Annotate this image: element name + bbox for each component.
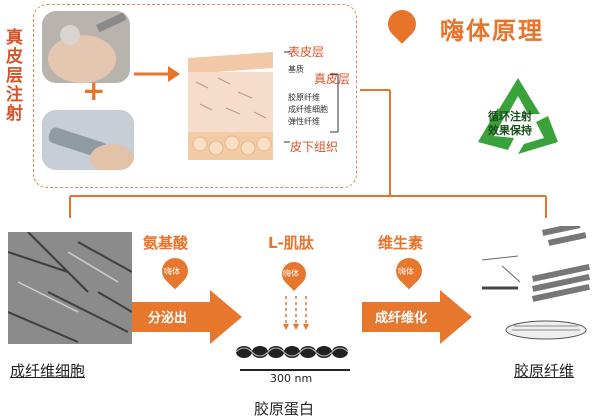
step1-drop-label: 嗨体 [164,267,180,276]
injection-photo-2 [42,110,134,170]
fibrosis-label: 成纤维化 [375,311,428,326]
fibroblast-image [8,232,132,344]
recycle-icon [478,78,558,154]
dermis-injection-label: 真皮层注射 [2,28,22,123]
skin-diagram [178,48,278,164]
collagen-fiber-label: 胶原纤维 [514,362,575,380]
step2-drop-label: 嗨体 [283,269,299,278]
recycle-text-1: 循环注射 [488,110,532,123]
subcutaneous-label: 皮下组织 [290,140,339,154]
secrete-label: 分泌出 [148,311,188,326]
fibroblast-label: 成纤维细胞 [10,362,86,380]
dermis-label: 真皮层 [314,72,351,86]
arrow-secrete [132,290,242,344]
collagen-fiber-label-small: 胶原纤维 [288,93,320,102]
collagen-fiber-diagram [472,222,604,346]
fibroblast-label-small: 成纤维细胞 [288,105,328,114]
skin-bracket [284,51,339,143]
epidermis-label: 表皮层 [288,45,325,59]
arrow-to-skin [134,66,180,82]
collagen-helix [236,346,348,358]
recycle-text-2: 效果保持 [488,124,532,137]
scale-label: 300 nm [270,372,313,385]
elastic-fiber-label-small: 弹性纤维 [288,117,320,126]
collagen-label: 胶原蛋白 [254,400,315,418]
scale-bar [240,369,350,371]
carnosine-label: L-肌肽 [268,234,314,252]
step3-drop-label: 嗨体 [398,267,414,276]
amino-acid-label: 氨基酸 [143,234,189,252]
vitamin-label: 维生素 [378,234,424,252]
page-title: 嗨体原理 [440,17,544,45]
injection-photo-1 [42,11,130,83]
arrow-fibrosis [362,290,472,344]
dashed-arrows [283,296,309,330]
injection-panel [33,4,357,188]
plus-sign: + [82,74,106,107]
matrix-label: 基质 [288,65,304,74]
